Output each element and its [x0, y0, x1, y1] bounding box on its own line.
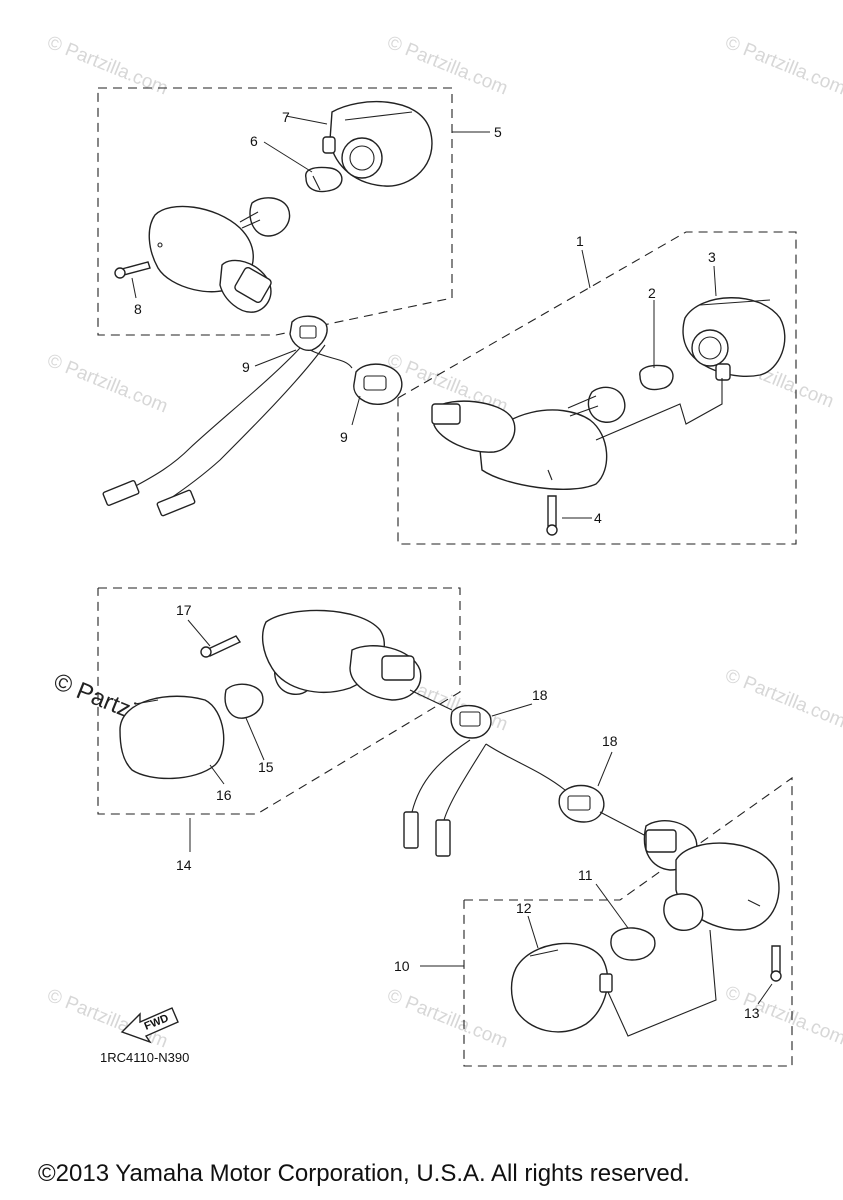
callout-4: 4 — [594, 510, 602, 526]
assembly-5-turn-signal — [97, 87, 490, 336]
callout-11: 11 — [578, 867, 593, 883]
connector-9-upper — [102, 315, 353, 517]
assembly-10-turn-signal — [420, 776, 793, 1067]
connector-18-lower — [558, 751, 647, 837]
callout-9b: 9 — [340, 429, 348, 445]
callout-6: 6 — [250, 133, 258, 149]
diagram-code: 1RC4110-N390 — [100, 1050, 189, 1065]
callout-10: 10 — [394, 958, 410, 974]
callout-1: 1 — [576, 233, 584, 249]
callout-14: 14 — [176, 857, 192, 873]
callout-18b: 18 — [602, 733, 618, 749]
assembly-1-turn-signal — [397, 231, 797, 545]
callout-17: 17 — [176, 602, 192, 618]
fwd-arrow-icon: FWD — [120, 1007, 179, 1044]
callout-12: 12 — [516, 900, 532, 916]
callout-8: 8 — [134, 301, 142, 317]
connector-18-upper — [403, 689, 566, 857]
callout-16: 16 — [216, 787, 232, 803]
callout-9a: 9 — [242, 359, 250, 375]
callout-13: 13 — [744, 1005, 760, 1021]
callout-18a: 18 — [532, 687, 548, 703]
callout-3: 3 — [708, 249, 716, 265]
callout-5: 5 — [494, 124, 502, 140]
connector-9-lower — [351, 363, 403, 426]
callout-15: 15 — [258, 759, 274, 775]
assembly-14-turn-signal — [97, 587, 461, 852]
copyright-notice: ©2013 Yamaha Motor Corporation, U.S.A. A… — [38, 1160, 690, 1187]
callout-7: 7 — [282, 109, 290, 125]
callout-2: 2 — [648, 285, 656, 301]
